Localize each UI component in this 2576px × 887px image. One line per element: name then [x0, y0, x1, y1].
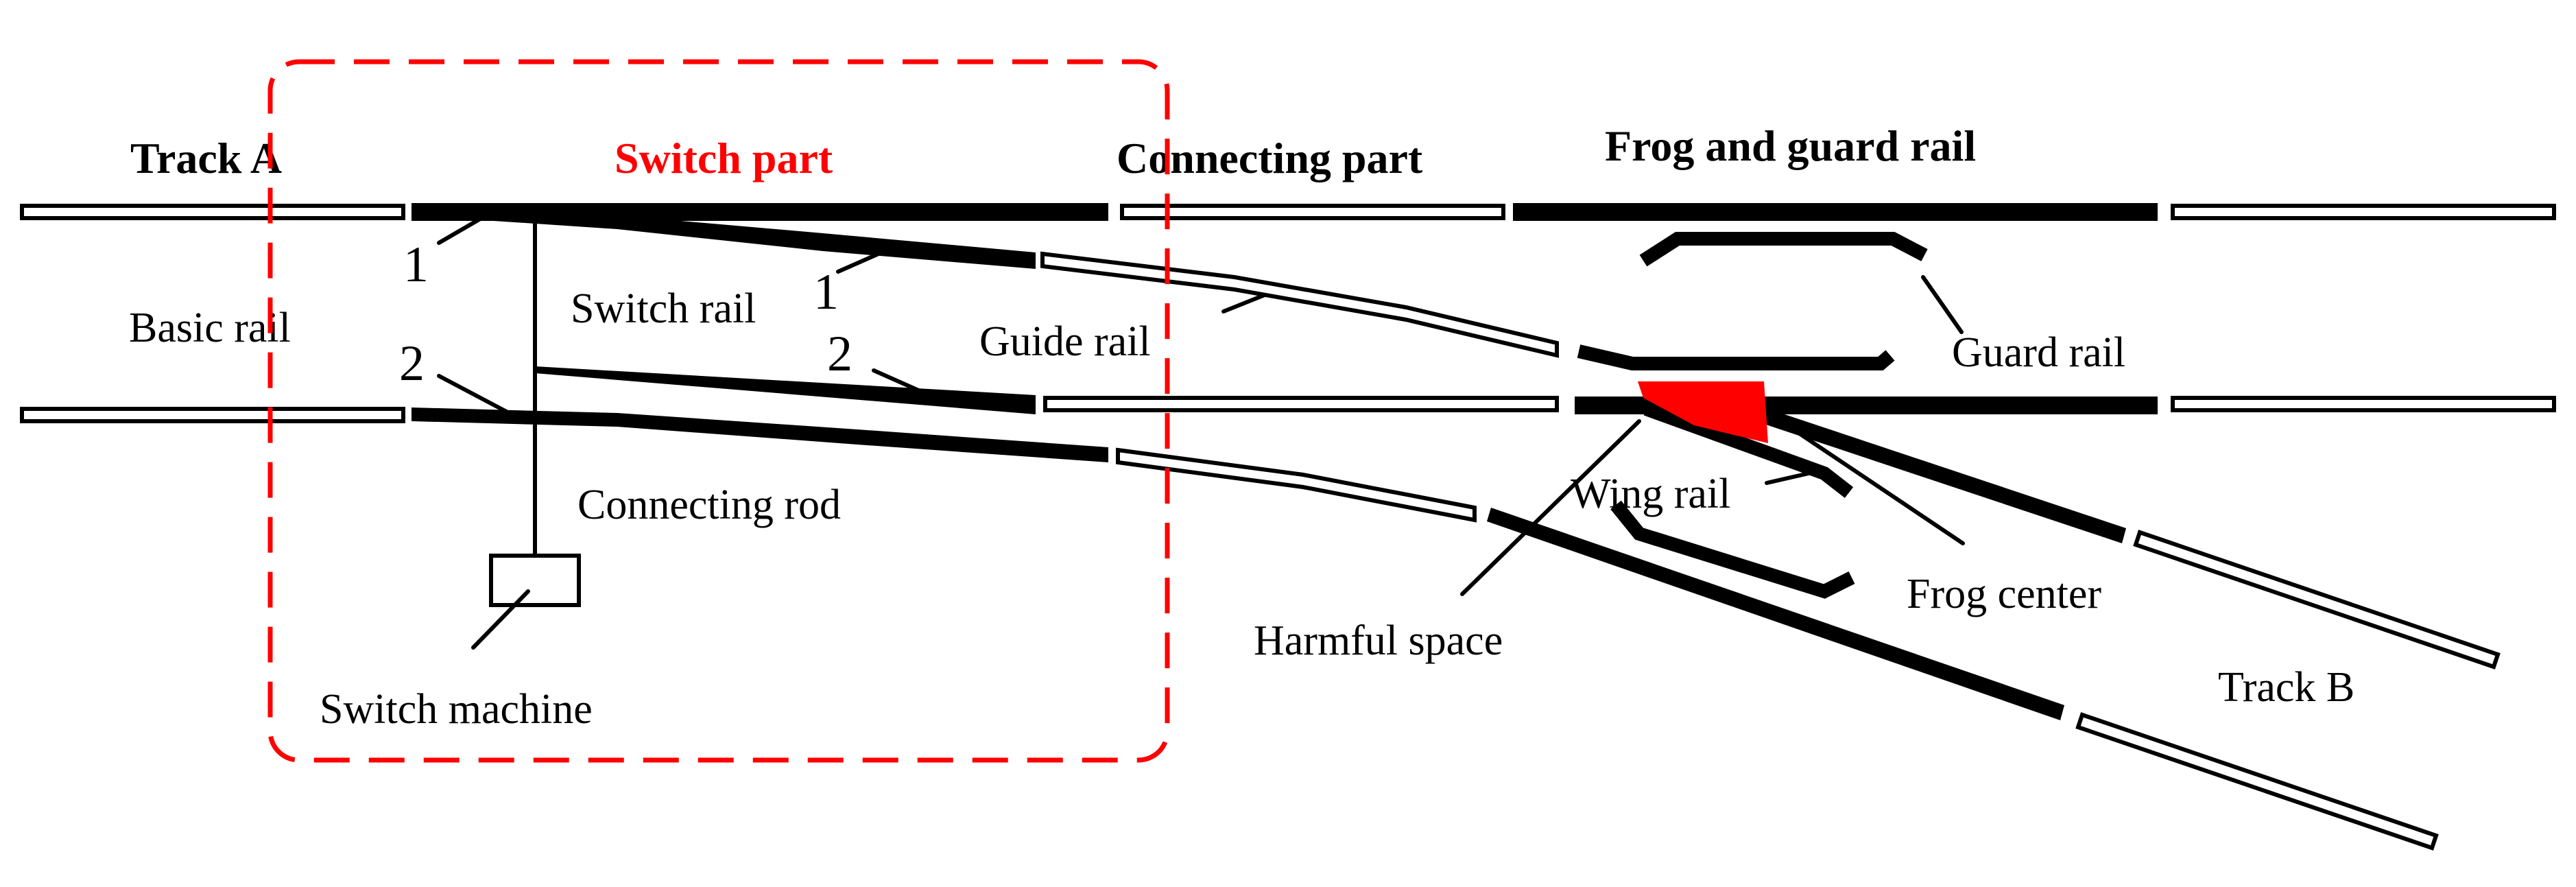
label-guard-rail: Guard rail	[1952, 329, 2125, 376]
basic-rail-number-1: 1	[403, 237, 429, 293]
leader-basic-rail-1	[437, 216, 484, 245]
label-guide-rail: Guide rail	[979, 318, 1151, 365]
leader-switch-rail-1	[836, 249, 887, 274]
top-rail-right-segment	[2171, 204, 2556, 220]
bottom-basic-rail	[412, 407, 1108, 462]
label-track-b: Track B	[2218, 664, 2354, 711]
header-frog-and-guard-rail: Frog and guard rail	[1605, 121, 1976, 170]
label-basic-rail: Basic rail	[129, 305, 291, 351]
header-switch-part: Switch part	[615, 134, 833, 182]
basic-rail-number-2: 2	[399, 335, 425, 392]
label-switch-rail: Switch rail	[571, 285, 756, 332]
bottom-rail-right-segment	[2171, 396, 2556, 412]
top-rail-connecting-segment	[1120, 204, 1505, 220]
top-guide-rail	[1040, 251, 1559, 358]
top-rail-frog-segment	[1513, 203, 2158, 221]
guard-rail-lower	[1610, 500, 1855, 599]
bottom-switch-rail	[535, 366, 1036, 414]
bottom-rail-guide-segment	[1043, 396, 1559, 412]
diverging-connecting-rail	[1116, 447, 1477, 523]
leader-frog-center	[1773, 415, 1965, 545]
frog-diverging-rail	[1752, 405, 2126, 543]
top-rail-left-segment	[20, 204, 405, 220]
track-b-inner-rail	[2133, 530, 2501, 670]
leader-guide-rail	[1221, 293, 1267, 314]
switch-machine-box	[489, 554, 581, 607]
leader-basic-rail-2	[437, 374, 514, 416]
diverging-outer-rail	[1487, 508, 2064, 720]
switch-part-highlight-box	[267, 59, 1170, 763]
bottom-rail-left-segment	[20, 407, 405, 423]
track-b-outer-rail	[2075, 712, 2439, 851]
leader-switch-rail-2	[872, 368, 925, 394]
leader-harmful-space	[1460, 419, 1641, 596]
header-track-a: Track A	[130, 134, 282, 182]
header-connecting-part: Connecting part	[1117, 134, 1423, 182]
leader-wing-rail	[1765, 470, 1817, 485]
label-wing-rail: Wing rail	[1571, 471, 1730, 517]
guard-rail-top	[1639, 232, 1928, 267]
leader-switch-machine	[471, 589, 530, 650]
label-connecting-rod: Connecting rod	[577, 482, 841, 528]
label-harmful-space: Harmful space	[1254, 617, 1503, 664]
frog-center-highlight	[1638, 381, 1768, 443]
leader-guard-rail	[1921, 275, 1964, 334]
switch-rail-number-2: 2	[827, 326, 852, 382]
label-switch-machine: Switch machine	[320, 686, 593, 733]
wing-rail-upper	[1577, 344, 1895, 370]
switch-rail-number-1: 1	[813, 264, 839, 320]
wing-rail-lower	[1643, 402, 1854, 498]
label-frog-center: Frog center	[1907, 571, 2101, 617]
